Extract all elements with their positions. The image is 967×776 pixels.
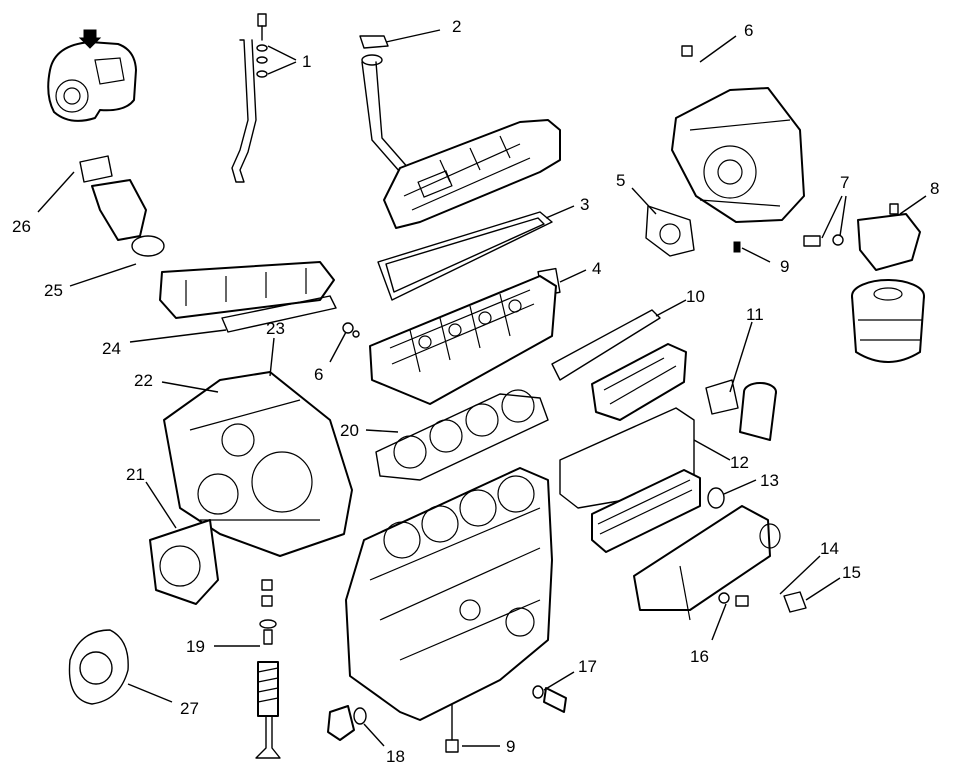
callout-4: 4	[592, 259, 601, 278]
callout-10: 10	[686, 287, 705, 306]
leader-18	[363, 723, 385, 747]
callout-3: 3	[580, 195, 589, 214]
leader-1b	[267, 61, 297, 75]
leader-17	[543, 671, 575, 691]
leader-23	[269, 337, 275, 377]
callout-21: 21	[126, 465, 145, 484]
bolt-9-bottom	[445, 703, 459, 753]
callout-20: 20	[340, 421, 359, 440]
leader-11	[729, 321, 753, 393]
callout-5: 5	[616, 171, 625, 190]
gear-housing	[163, 371, 353, 557]
bolt-9-top	[733, 241, 741, 253]
leader-26	[37, 171, 75, 213]
leader-9a	[741, 247, 771, 263]
callout-14: 14	[820, 539, 839, 558]
leader-13	[723, 479, 757, 495]
callout-8: 8	[930, 179, 939, 198]
callout-13: 13	[760, 471, 779, 490]
sensor-17	[532, 685, 567, 713]
callout-17: 17	[578, 657, 597, 676]
leader-8	[899, 195, 927, 215]
callout-2: 2	[452, 17, 461, 36]
leader-12	[693, 439, 731, 461]
callout-18: 18	[386, 747, 405, 766]
valve-assembly	[255, 579, 281, 759]
exhaust-manifold	[159, 261, 335, 319]
gasket-15	[783, 591, 807, 613]
washer-7	[832, 234, 844, 246]
thermostat-gasket	[705, 379, 739, 415]
cooler-cover	[633, 505, 781, 621]
cylinder-block	[345, 467, 553, 721]
callout-11: 11	[746, 305, 764, 324]
rear-seal-plate	[645, 205, 695, 257]
oil-feed-pipe	[231, 13, 268, 183]
leader-20	[365, 429, 399, 433]
leader-7a	[821, 195, 843, 239]
valve-cover-gasket	[377, 211, 553, 301]
callout-23: 23	[266, 319, 285, 338]
leader-15	[805, 577, 841, 601]
callout-25: 25	[44, 281, 63, 300]
leader-21	[145, 481, 177, 529]
leader-27	[127, 683, 173, 703]
oil-filler-pipe	[359, 35, 411, 173]
leader-5	[631, 187, 657, 215]
filter-head	[857, 203, 921, 271]
leader-2	[385, 29, 441, 43]
callout-27: 27	[180, 699, 199, 718]
callout-6-left: 6	[314, 365, 323, 384]
leader-25	[69, 263, 137, 287]
cylinder-head	[369, 275, 557, 405]
nut-6-left	[342, 322, 354, 334]
leader-14	[779, 555, 821, 595]
flywheel-housing	[671, 87, 805, 223]
leader-3	[545, 205, 575, 219]
leader-4	[559, 269, 587, 283]
callout-9-bottom: 9	[506, 737, 515, 756]
turbo-elbow	[79, 155, 165, 257]
thermostat-housing	[739, 382, 777, 441]
callout-1: 1	[302, 52, 311, 71]
bolt-6-top	[681, 45, 693, 57]
callout-26: 26	[12, 217, 31, 236]
oil-pan-gasket	[68, 629, 129, 705]
cover-plate	[149, 519, 219, 605]
washer-6-left	[352, 330, 360, 338]
leader-16	[711, 603, 727, 641]
o-ring-13	[707, 487, 725, 509]
leader-6a	[699, 35, 737, 63]
oil-filter	[851, 279, 925, 363]
leader-6b	[329, 331, 347, 363]
callout-15: 15	[842, 563, 861, 582]
callout-22: 22	[134, 371, 153, 390]
intake-manifold	[591, 343, 687, 421]
callout-24: 24	[102, 339, 121, 358]
callout-19: 19	[186, 637, 205, 656]
leader-10	[655, 299, 687, 317]
callout-12: 12	[730, 453, 749, 472]
leader-24	[129, 329, 227, 343]
plug-7	[803, 235, 821, 247]
callout-6-top: 6	[744, 21, 753, 40]
leader-1a	[267, 45, 297, 61]
leader-7b	[839, 195, 847, 237]
head-gasket	[375, 389, 549, 481]
bolt-16	[735, 595, 749, 607]
valve-cover	[383, 119, 561, 229]
callout-16: 16	[690, 647, 709, 666]
oil-cooler	[591, 469, 701, 553]
leader-22	[161, 381, 219, 393]
manifold-gasket-10	[551, 309, 661, 381]
turbocharger	[47, 29, 137, 122]
callout-7: 7	[840, 173, 849, 192]
callout-9-right: 9	[780, 257, 789, 276]
drain-plug-18	[327, 705, 367, 741]
exhaust-gasket	[221, 295, 337, 333]
washer-16	[718, 592, 730, 604]
